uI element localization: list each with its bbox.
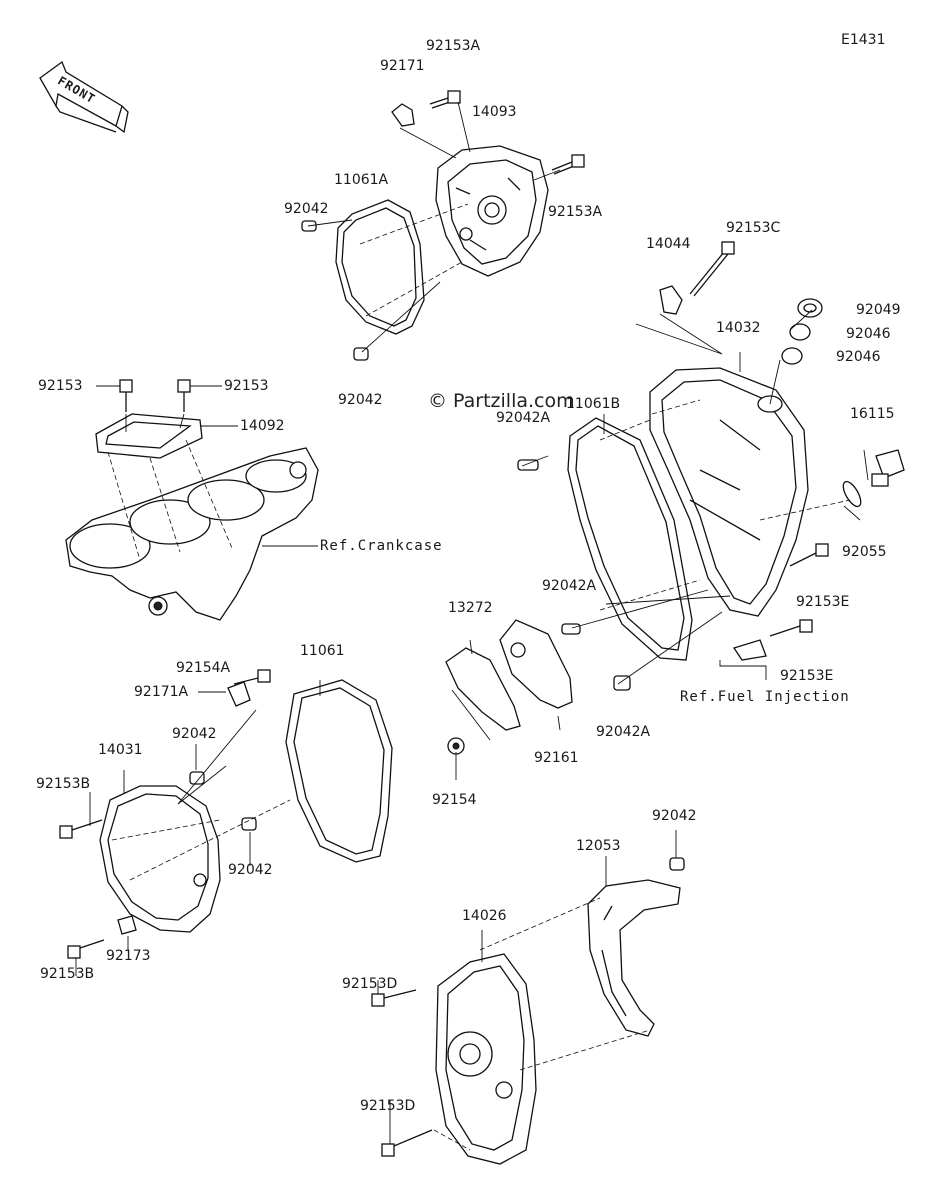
gasket-11061B [567, 417, 693, 661]
part-label[interactable]: 92055 [842, 544, 887, 560]
bolt-92153-right [177, 379, 191, 412]
part-label[interactable]: 92042 [652, 808, 697, 824]
part-label[interactable]: 13272 [448, 600, 493, 616]
cap-92046-a [789, 323, 811, 341]
part-label[interactable]: 92154A [176, 660, 231, 676]
part-label[interactable]: 14093 [472, 104, 517, 120]
bolt-92153D-a [371, 989, 417, 1007]
clutch-cover-14032 [649, 367, 809, 617]
part-label[interactable]: 92153E [796, 594, 850, 610]
part-label[interactable]: 92042 [284, 201, 329, 217]
part-label[interactable]: 11061 [300, 643, 345, 659]
part-label[interactable]: 92153A [426, 38, 481, 54]
generator-cover-14031 [99, 785, 221, 933]
bolt-92154 [447, 737, 465, 755]
part-label[interactable]: 92161 [534, 750, 579, 766]
part-label[interactable]: 14044 [646, 236, 691, 252]
gasket-92161 [499, 619, 573, 709]
part-label[interactable]: 92153B [36, 776, 91, 792]
dowel-92042-e [669, 857, 685, 871]
cover-13272 [445, 647, 521, 731]
diagram-code: E1431 [841, 32, 886, 48]
part-label[interactable]: 92154 [432, 792, 477, 808]
part-label[interactable]: 92153A [548, 204, 603, 220]
part-label[interactable]: 92049 [856, 302, 901, 318]
part-label[interactable]: 92042 [338, 392, 383, 408]
part-label[interactable]: 92153E [780, 668, 834, 684]
clamp-92173 [117, 915, 137, 935]
bolt-92153B-b [67, 939, 105, 959]
part-label[interactable]: 11061A [334, 172, 389, 188]
gasket-11061A [335, 199, 425, 335]
part-label[interactable]: 14026 [462, 908, 507, 924]
part-label[interactable]: 14092 [240, 418, 285, 434]
part-label[interactable]: 11061B [566, 396, 621, 412]
part-label[interactable]: 92046 [836, 349, 881, 365]
part-label[interactable]: 92153C [726, 220, 781, 236]
plug-16115 [871, 449, 905, 487]
dowel-92042A-a [517, 459, 539, 471]
clamp-92171A [227, 681, 251, 707]
dowel-92042-d [241, 817, 257, 831]
bolt-92153D-b [381, 1129, 433, 1157]
part-label[interactable]: 92042A [596, 724, 651, 740]
bolt-92153B-a [59, 819, 103, 839]
bolt-92153A-top [429, 90, 461, 109]
part-label[interactable]: 92042 [228, 862, 273, 878]
seal-92055 [842, 480, 862, 508]
ref-label[interactable]: Ref.Crankcase [320, 538, 443, 554]
gasket-11061 [285, 679, 393, 863]
part-label[interactable]: 92153 [224, 378, 269, 394]
part-label[interactable]: 14032 [716, 320, 761, 336]
bracket-12053 [587, 879, 681, 1037]
part-label[interactable]: 92171A [134, 684, 189, 700]
dowel-92042-c [189, 771, 205, 785]
bolt-92153E-a [789, 543, 829, 567]
part-label[interactable]: 92042A [496, 410, 551, 426]
part-label[interactable]: 92046 [846, 326, 891, 342]
part-label[interactable]: 92153 [38, 378, 83, 394]
watermark: © Partzilla.com [428, 390, 575, 412]
bolt-92153E-b [732, 619, 813, 661]
part-label[interactable]: 92153D [360, 1098, 416, 1114]
bolt-92153-left [119, 379, 133, 412]
ref-label[interactable]: Ref.Fuel Injection [680, 689, 850, 705]
part-label[interactable]: 12053 [576, 838, 621, 854]
bolt-92154A [233, 669, 271, 685]
cover-14093 [435, 145, 549, 277]
clamp-92171 [391, 103, 415, 127]
cap-92046-b [781, 347, 803, 365]
part-label[interactable]: 92153B [40, 966, 95, 982]
crankcase-block [65, 447, 319, 621]
part-label[interactable]: 92042A [542, 578, 597, 594]
dowel-92042A-c [613, 675, 631, 691]
part-label[interactable]: 92173 [106, 948, 151, 964]
cover-plate-14092 [95, 413, 203, 459]
dowel-92042-mid [353, 347, 369, 361]
bolt-92153A-right [551, 154, 585, 175]
part-label[interactable]: 92171 [380, 58, 425, 74]
sprocket-cover-14026 [435, 953, 537, 1165]
bolt-92153C [689, 241, 735, 297]
part-label[interactable]: 16115 [850, 406, 895, 422]
part-label[interactable]: 92042 [172, 726, 217, 742]
part-label[interactable]: 92153D [342, 976, 398, 992]
bracket-14044 [659, 285, 683, 315]
part-label[interactable]: 14031 [98, 742, 143, 758]
cap-92049 [797, 298, 823, 318]
dowel-92042A-b [561, 623, 581, 635]
front-arrow-icon [39, 60, 129, 134]
